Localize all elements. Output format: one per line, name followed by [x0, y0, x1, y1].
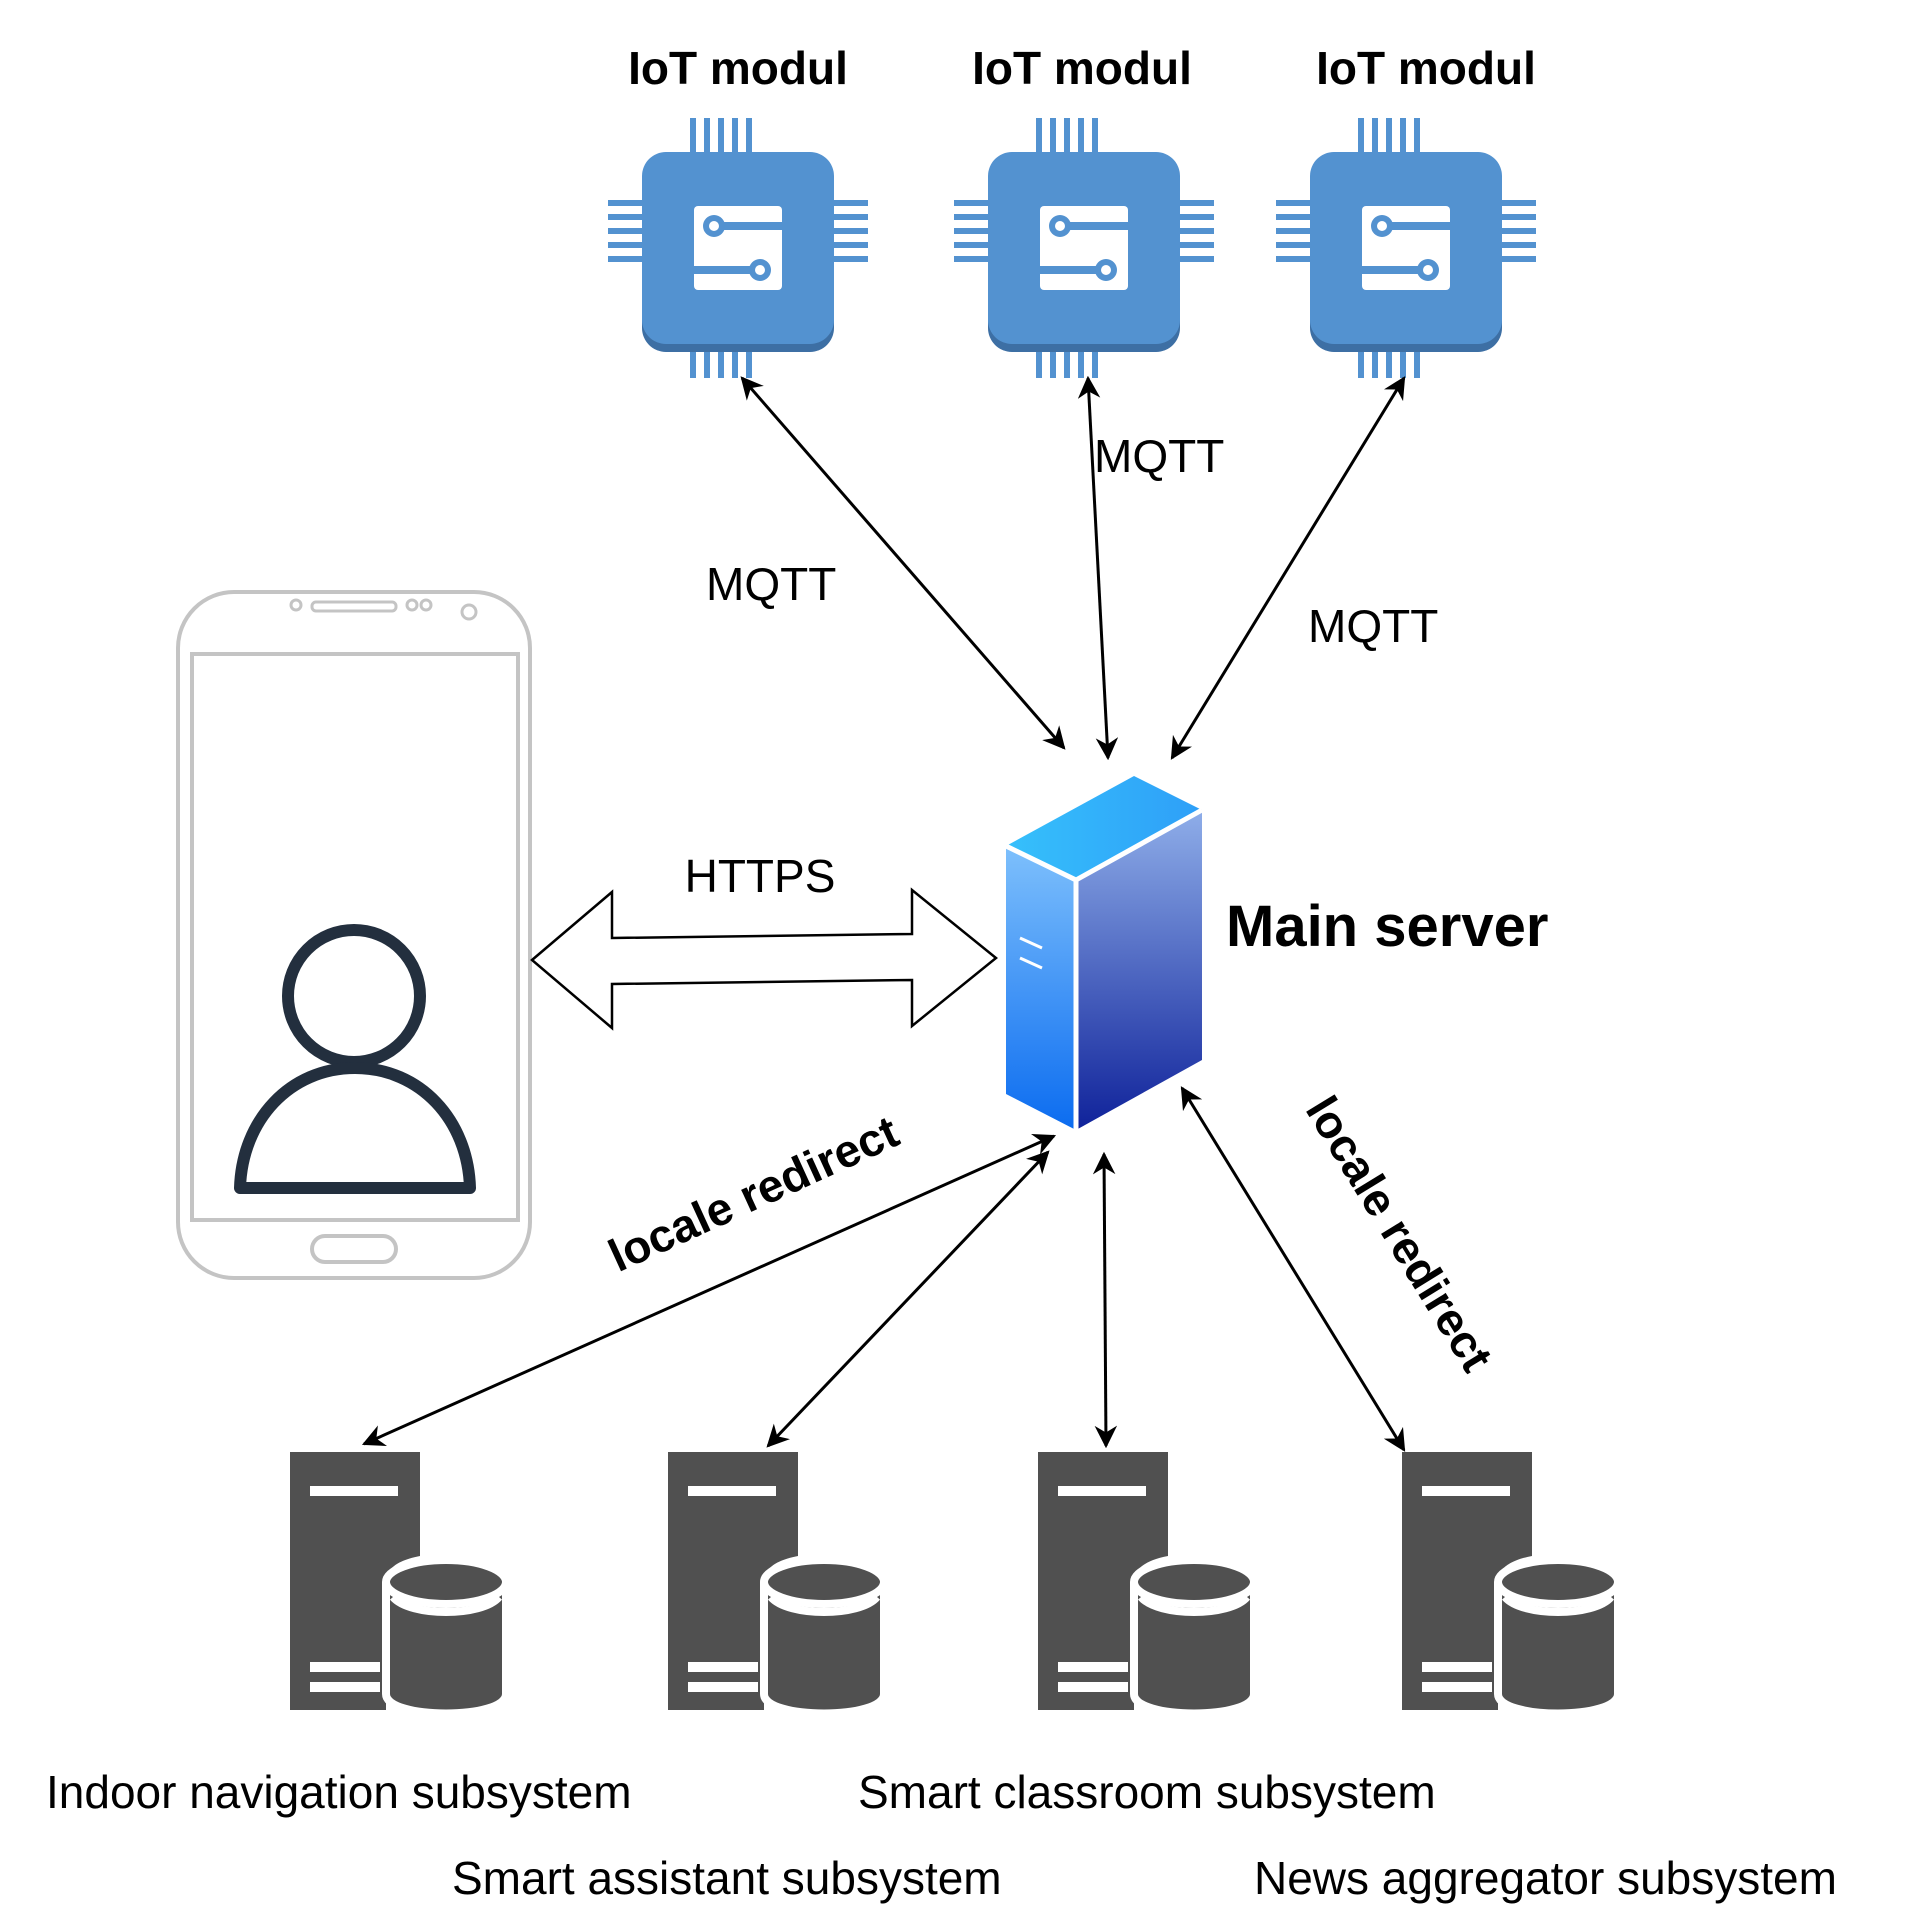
iot-module-3: IoT modul	[1276, 42, 1536, 378]
subsystem-label: News aggregator subsystem	[1254, 1852, 1837, 1904]
iot-module-label: IoT modul	[972, 42, 1192, 94]
user-icon	[234, 924, 476, 1194]
locale-redirect-label-right: locale redirect	[1296, 1087, 1503, 1380]
mqtt-label-left: MQTT	[706, 558, 836, 610]
iot-module-label: IoT modul	[628, 42, 848, 94]
subsystem-smart-assistant: Smart assistant subsystem	[452, 1452, 1002, 1904]
iot-module-1: IoT modul	[608, 42, 868, 378]
server-tower-icon	[1004, 776, 1204, 1130]
subsystem-label: Smart classroom subsystem	[858, 1766, 1436, 1818]
subsystem-news-aggregator: News aggregator subsystem	[1254, 1452, 1837, 1904]
database-server-icon	[290, 1452, 506, 1714]
https-double-arrow	[530, 887, 998, 1031]
chip-icon	[954, 118, 1214, 378]
database-server-icon	[668, 1452, 884, 1714]
chip-icon	[608, 118, 868, 378]
subsystem-indoor-navigation: Indoor navigation subsystem	[46, 1452, 632, 1818]
https-label: HTTPS	[685, 850, 836, 902]
link-news-aggregator	[1180, 1086, 1406, 1452]
mqtt-link-middle	[1077, 375, 1119, 761]
link-smart-assistant	[766, 1150, 1050, 1448]
chip-icon	[1276, 118, 1536, 378]
database-server-icon	[1038, 1452, 1254, 1714]
subsystem-label: Smart assistant subsystem	[452, 1852, 1002, 1904]
mqtt-link-left	[740, 376, 1066, 750]
mqtt-label-right: MQTT	[1308, 600, 1438, 652]
mqtt-label-middle: MQTT	[1094, 430, 1224, 482]
subsystem-label: Indoor navigation subsystem	[46, 1766, 632, 1818]
link-smart-classroom	[1092, 1151, 1118, 1449]
locale-redirect-label-left: locale redirect	[601, 1105, 906, 1282]
subsystem-smart-classroom: Smart classroom subsystem	[858, 1452, 1436, 1818]
smartphone-icon	[176, 590, 532, 1280]
mqtt-link-right	[1170, 376, 1406, 760]
database-server-icon	[1402, 1452, 1618, 1714]
iot-module-label: IoT modul	[1316, 42, 1536, 94]
iot-module-2: IoT modul	[954, 42, 1214, 378]
main-server-label: Main server	[1226, 894, 1548, 959]
